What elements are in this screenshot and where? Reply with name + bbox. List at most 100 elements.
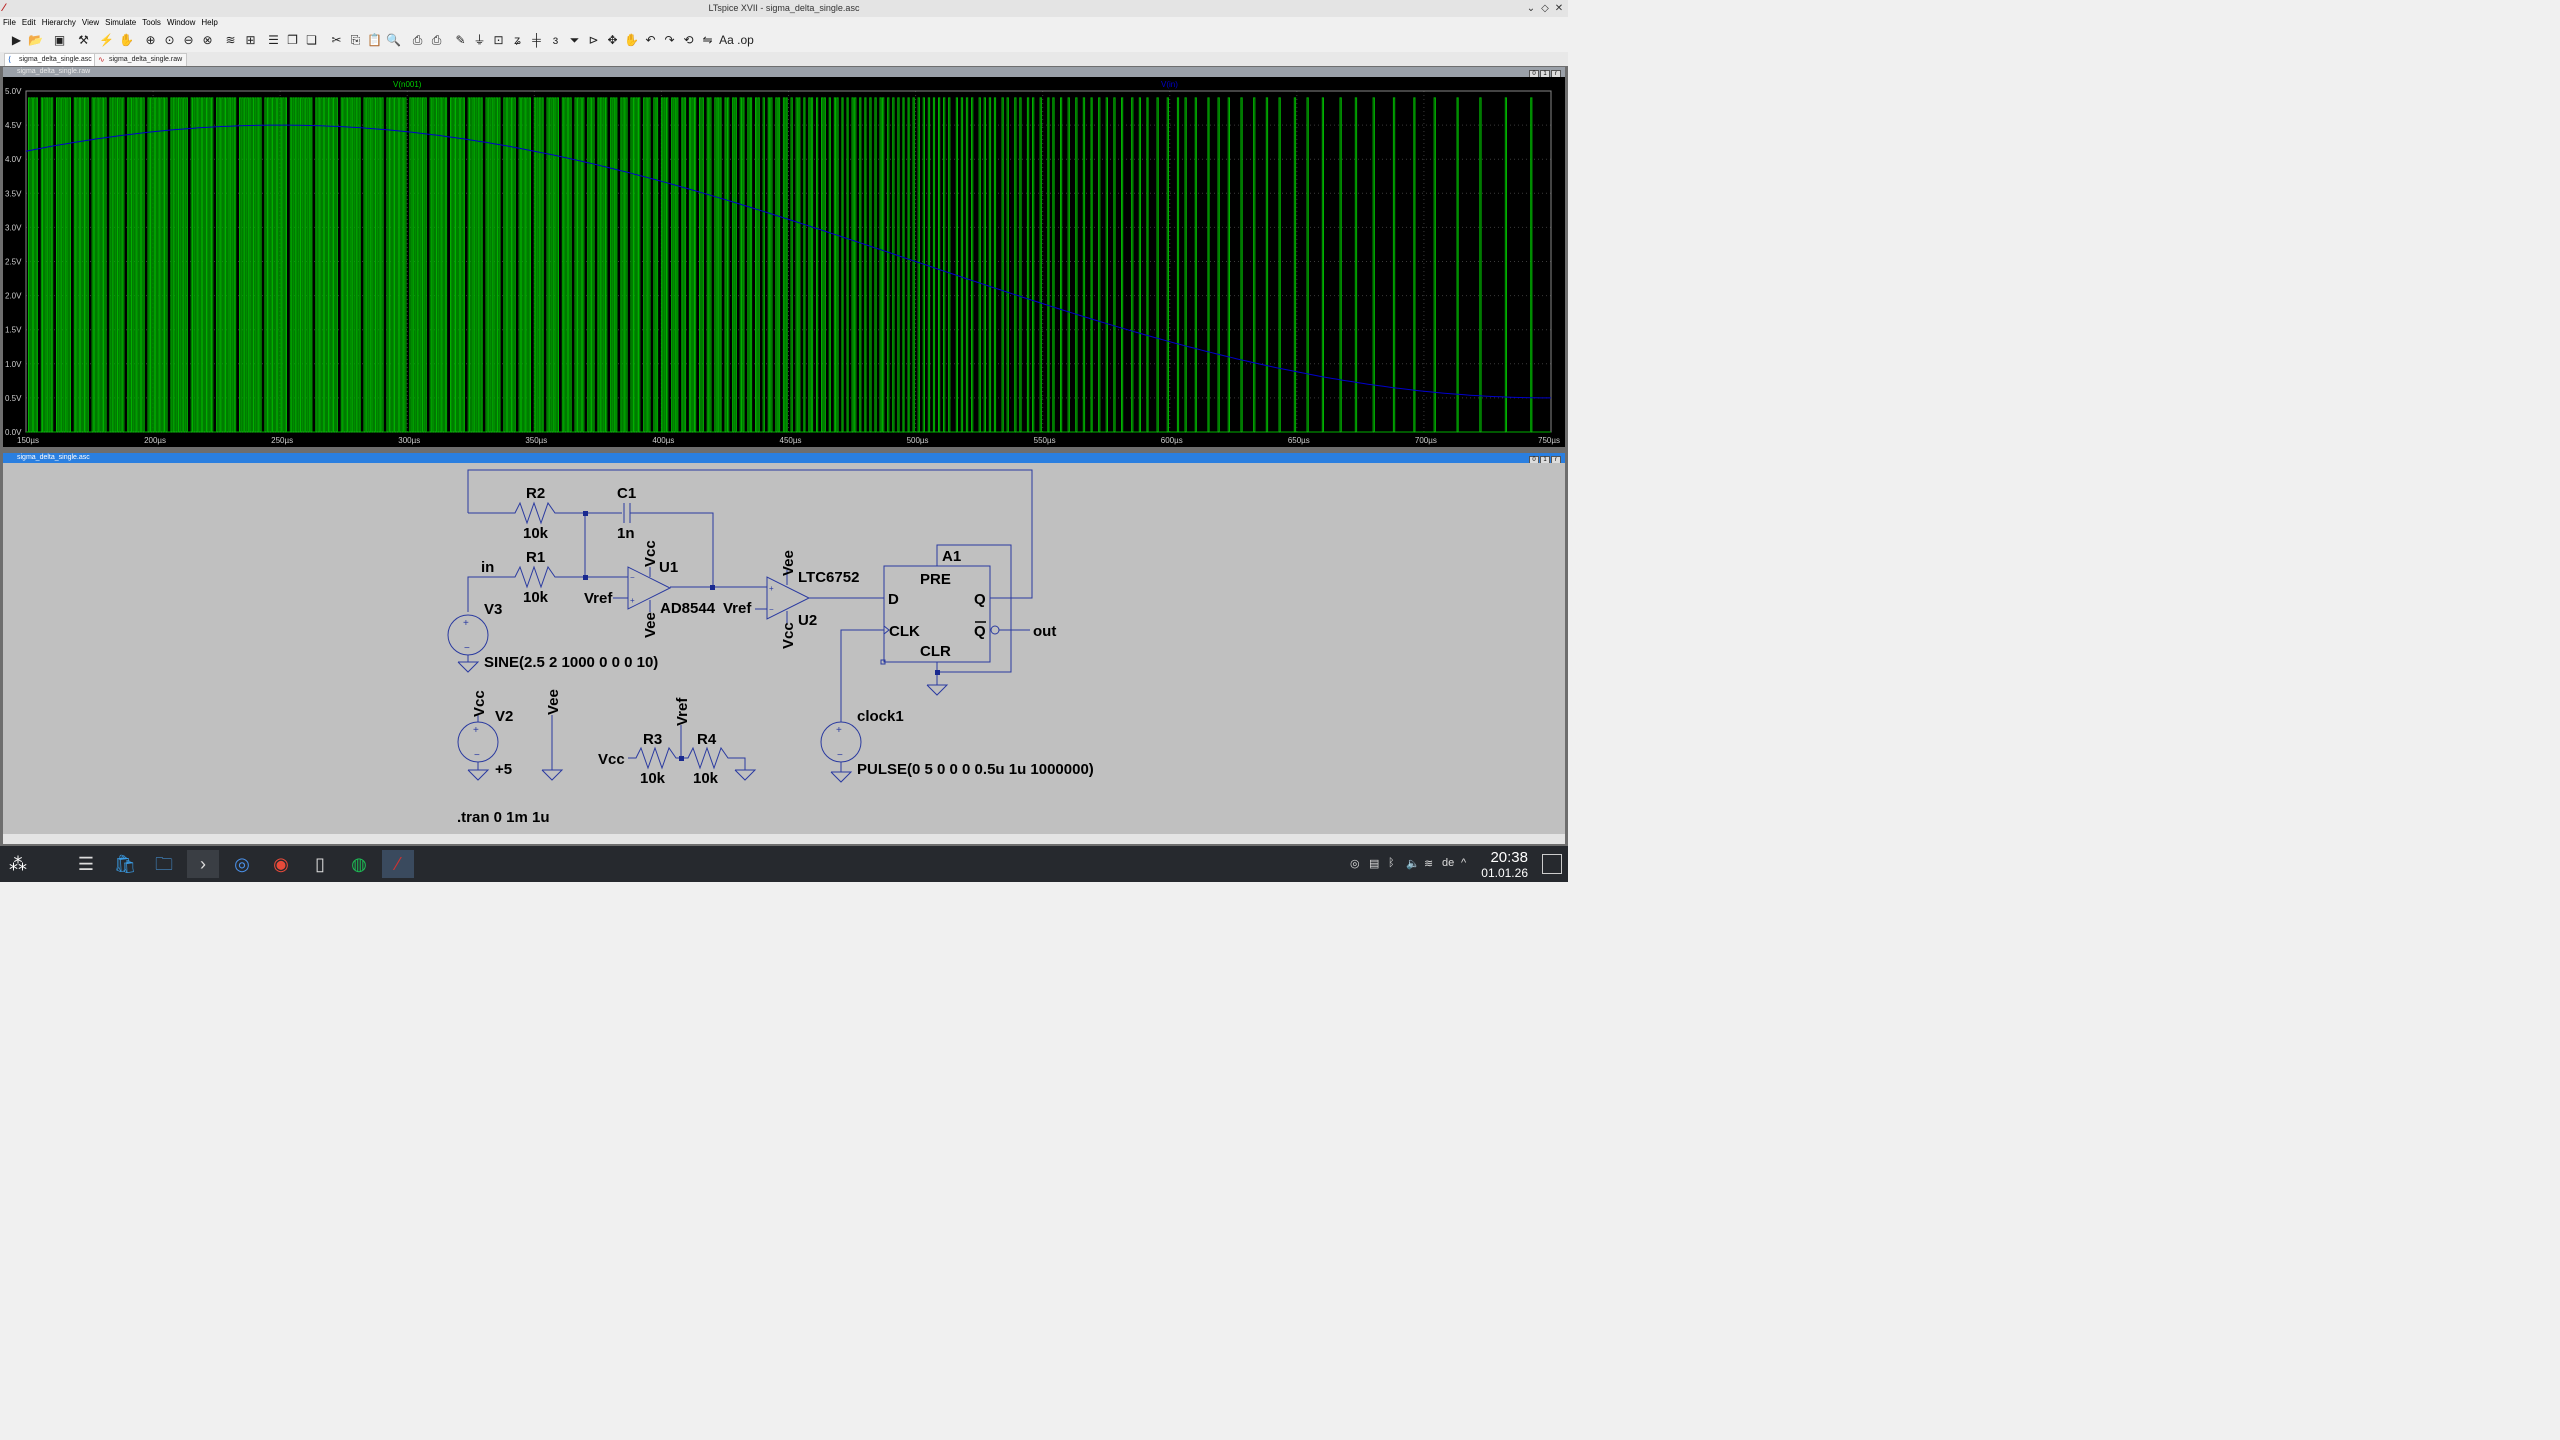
media-icon[interactable]: ◎ — [1350, 858, 1360, 870]
menu-tools[interactable]: Tools — [142, 18, 161, 27]
cut-icon[interactable]: ✂ — [331, 33, 342, 47]
save-icon[interactable]: ▣ — [53, 33, 66, 47]
redo-icon[interactable]: ↷ — [664, 33, 675, 47]
tran-directive[interactable]: .tran 0 1m 1u — [457, 809, 550, 826]
close-icon[interactable]: ✕ — [1554, 3, 1564, 14]
spice-directive-icon[interactable]: .op — [737, 33, 754, 47]
r2-value: 10k — [523, 525, 549, 542]
menu-hierarchy[interactable]: Hierarchy — [41, 18, 76, 27]
clipboard-icon[interactable]: ▤ — [1369, 858, 1380, 870]
terminal-icon[interactable]: › — [187, 850, 219, 878]
menu-view[interactable]: View — [81, 18, 100, 27]
paste-icon[interactable]: 📋 — [367, 33, 382, 47]
chevron-up-icon[interactable]: ^ — [1461, 857, 1467, 869]
settings-icon[interactable]: ☰ — [77, 854, 95, 874]
new-schematic-icon[interactable]: ▶ — [11, 33, 22, 47]
grid-icon[interactable]: ⊞ — [245, 33, 256, 47]
wire-icon[interactable]: ✎ — [455, 33, 466, 47]
y-tick-label: 4.5V — [5, 121, 22, 130]
print-setup-icon[interactable]: ⎙ — [431, 33, 442, 47]
trace-label-vin[interactable]: V(in) — [1161, 80, 1178, 89]
zoom-fit-icon[interactable]: ⊗ — [202, 33, 213, 47]
q-pin-label: Q — [974, 591, 986, 608]
copy-icon[interactable]: ⎘ — [350, 33, 361, 47]
menu-file[interactable]: File — [3, 18, 16, 27]
r4-value: 10k — [693, 770, 719, 787]
tab-waveform[interactable]: ∿sigma_delta_single.raw — [94, 53, 188, 67]
tab-schematic[interactable]: ⟨sigma_delta_single.asc — [4, 53, 97, 67]
u1-vref-label: Vref — [584, 590, 613, 607]
menu-window[interactable]: Window — [166, 18, 196, 27]
text-icon[interactable]: Aa — [719, 33, 734, 47]
minimize-icon[interactable]: ⌄ — [1526, 3, 1536, 14]
component-icon[interactable]: ⊳ — [588, 33, 599, 47]
y-tick-label: 2.5V — [5, 258, 22, 267]
x-tick-label: 350µs — [525, 436, 547, 445]
zoom-out-icon[interactable]: ⊖ — [183, 33, 194, 47]
tile-vertical-icon[interactable]: ❏ — [306, 33, 317, 47]
chromium-icon[interactable]: ◎ — [234, 854, 250, 874]
run-icon[interactable]: ⚡ — [99, 33, 114, 47]
app-launcher-icon[interactable]: ⁂ — [9, 854, 27, 874]
u2-vcc-label: Vcc — [780, 622, 797, 649]
zoom-in-icon[interactable]: ⊕ — [145, 33, 156, 47]
maximize-icon[interactable]: ◇ — [1541, 3, 1549, 14]
v2-value: +5 — [495, 761, 512, 778]
clock-time: 20:38 — [1490, 849, 1528, 866]
x-tick-label: 600µs — [1161, 436, 1183, 445]
cascade-icon[interactable]: ❐ — [287, 33, 298, 47]
svg-text:+: + — [630, 596, 635, 605]
rotate-icon[interactable]: ⟲ — [683, 33, 694, 47]
trace-label-vn001[interactable]: V(n001) — [393, 80, 422, 89]
drag-icon[interactable]: ✋ — [624, 33, 639, 47]
y-tick-label: 1.5V — [5, 326, 22, 335]
waveform-plot[interactable]: 5.0V4.5V4.0V3.5V3.0V2.5V2.0V1.5V1.0V0.5V… — [3, 77, 1565, 447]
autorange-icon[interactable]: ≋ — [225, 33, 236, 47]
show-desktop-icon[interactable] — [1542, 854, 1562, 874]
undo-icon[interactable]: ↶ — [645, 33, 656, 47]
u2-label: U2 — [798, 612, 817, 629]
x-tick-label: 750µs — [1538, 436, 1560, 445]
horizontal-scrollbar[interactable] — [3, 834, 1565, 844]
zoom-pan-icon[interactable]: ⊙ — [164, 33, 175, 47]
svg-text:+: + — [473, 725, 479, 736]
open-icon[interactable]: 📂 — [28, 33, 43, 47]
title-bar: ⁄ LTspice XVII - sigma_delta_single.asc … — [0, 0, 1568, 18]
ground-icon[interactable]: ⏚ — [473, 33, 486, 47]
keyboard-layout[interactable]: de — [1442, 857, 1455, 869]
move-icon[interactable]: ✥ — [607, 33, 618, 47]
mirror-icon[interactable]: ⇋ — [702, 33, 713, 47]
halt-icon[interactable]: ✋ — [119, 33, 134, 47]
diode-icon[interactable]: ⏷ — [569, 33, 580, 47]
bluetooth-icon[interactable]: ᛒ — [1388, 857, 1395, 869]
print-icon[interactable]: ⎙ — [412, 33, 423, 47]
system-clock[interactable]: 20:38 01.01.26 — [1481, 849, 1528, 881]
x-tick-label: 450µs — [780, 436, 802, 445]
r3-label: R3 — [643, 731, 662, 748]
y-tick-label: 3.0V — [5, 223, 22, 232]
menu-simulate[interactable]: Simulate — [105, 18, 137, 27]
chrome-icon[interactable]: ◉ — [273, 854, 289, 874]
resistor-icon[interactable]: ʑ — [514, 33, 521, 47]
y-tick-label: 0.5V — [5, 394, 22, 403]
menu-help[interactable]: Help — [201, 18, 218, 27]
inductor-icon[interactable]: ɜ — [552, 33, 559, 47]
find-icon[interactable]: 🔍 — [386, 33, 401, 47]
menu-edit[interactable]: Edit — [21, 18, 36, 27]
ltspice-icon[interactable]: ⁄ — [382, 850, 414, 878]
label-net-icon[interactable]: ⊡ — [493, 33, 504, 47]
wifi-icon[interactable]: ≋ — [1424, 858, 1434, 870]
files-icon[interactable]: 🗀 — [155, 854, 173, 874]
spotify-icon[interactable]: ◍ — [351, 854, 367, 874]
control-panel-icon[interactable]: ⚒ — [78, 33, 89, 47]
schematic-canvas[interactable]: +− +− +− −+ +− R2 10k C1 1n in R1 10k U1… — [3, 463, 1565, 834]
schematic-window-title: sigma_delta_single.asc — [17, 454, 90, 461]
tile-horizontal-icon[interactable]: ☰ — [268, 33, 279, 47]
capacitor-icon[interactable]: ╪ — [532, 33, 541, 47]
pre-pin-label: PRE — [920, 571, 951, 588]
volume-icon[interactable]: 🔈 — [1406, 858, 1420, 870]
store-icon[interactable]: 🛍 — [113, 854, 137, 874]
u2-vee-label: Vee — [780, 550, 797, 576]
document-icon[interactable]: ▯ — [315, 854, 325, 874]
